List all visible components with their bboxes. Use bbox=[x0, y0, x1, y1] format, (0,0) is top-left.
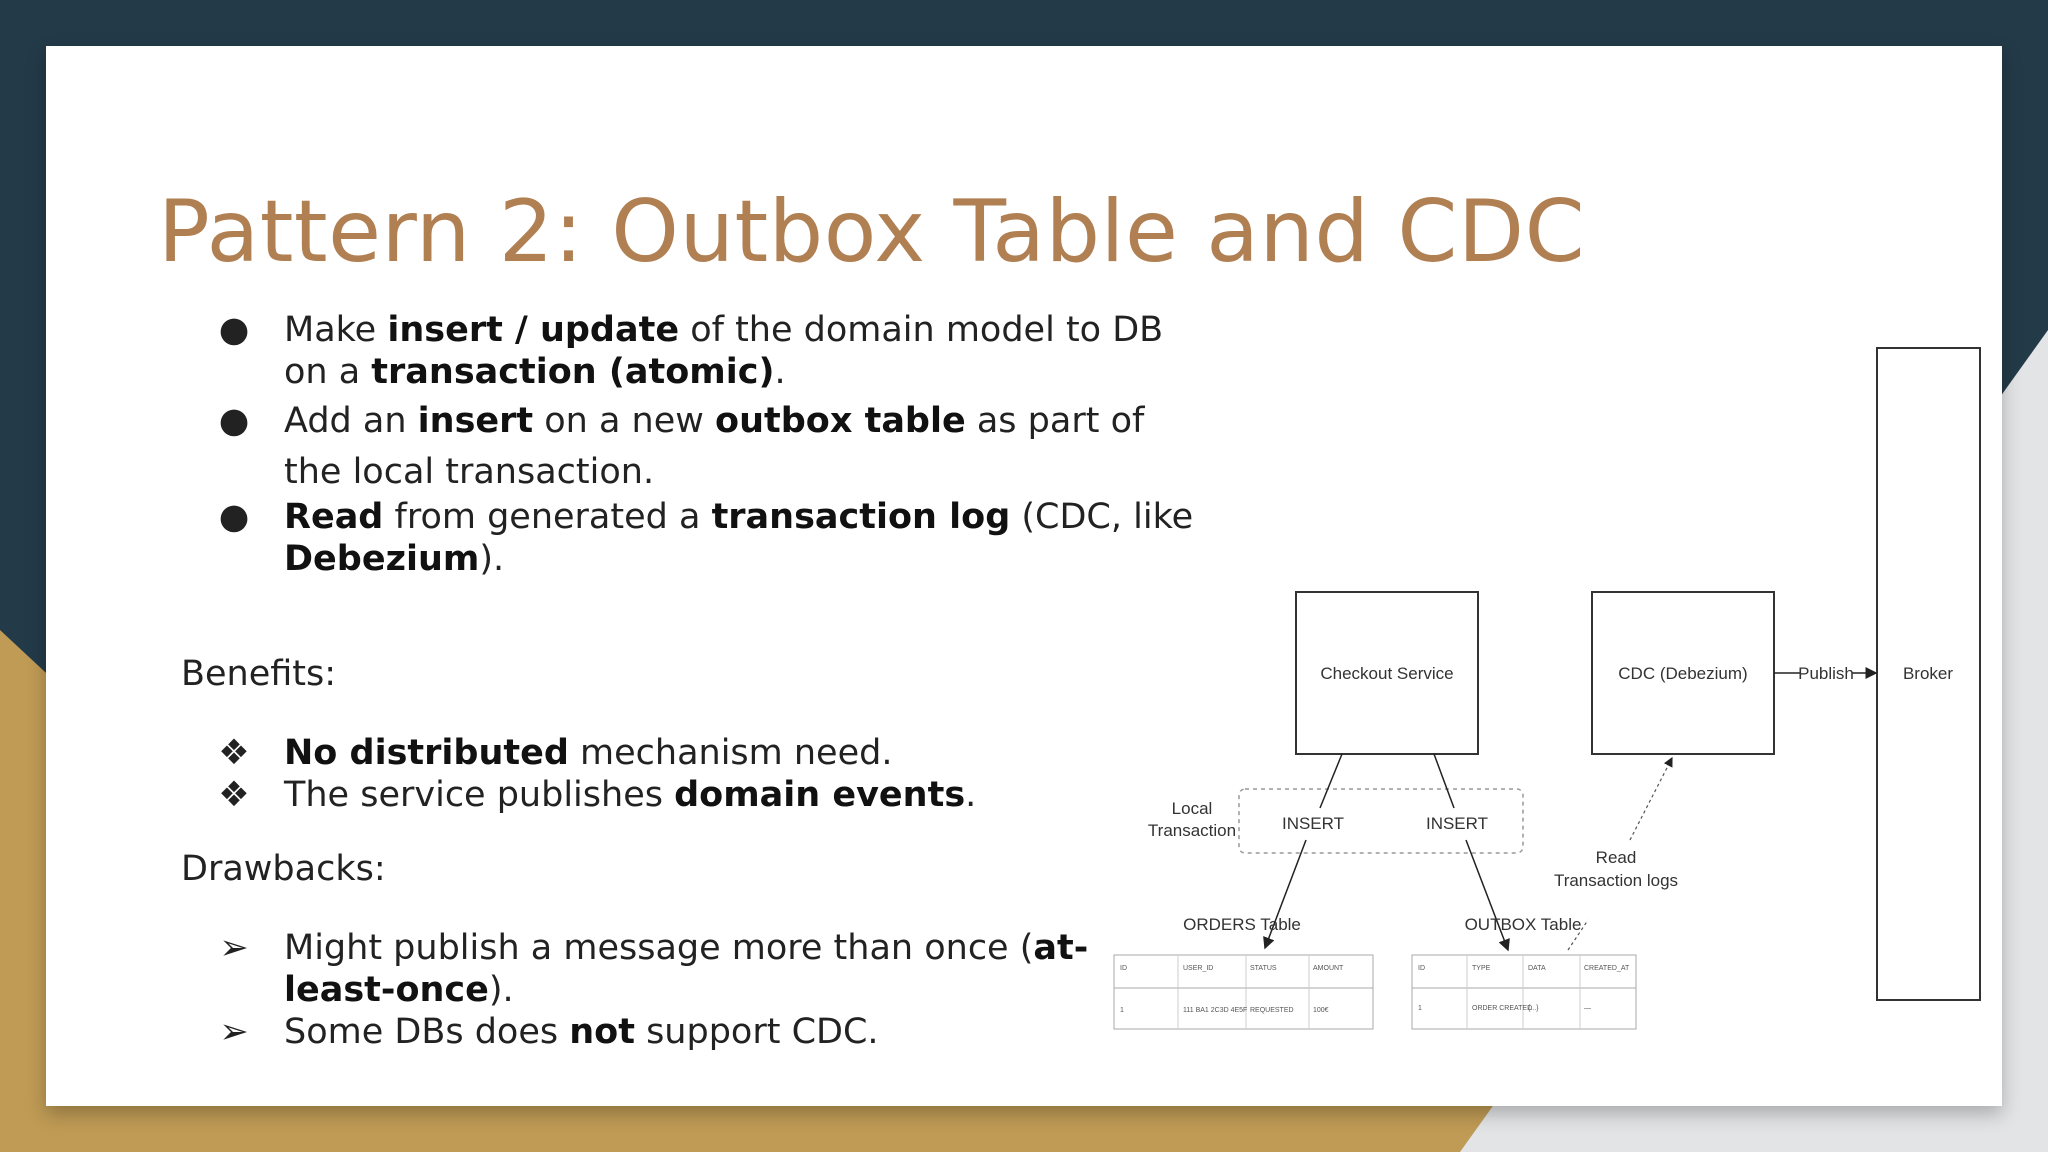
text-run: The service publishes bbox=[284, 775, 675, 815]
benefit-text-line: No distributed mechanism need. bbox=[284, 733, 892, 773]
local-transaction-box bbox=[1238, 788, 1524, 854]
drawback-text-line: Some DBs does not support CDC. bbox=[284, 1012, 879, 1052]
orders-cell-status: REQUESTED bbox=[1250, 1007, 1294, 1014]
outbox-cell-data: {...} bbox=[1528, 1005, 1539, 1012]
text-run: the local transaction. bbox=[284, 452, 655, 492]
bullet-text-line: Read from generated a transaction log (C… bbox=[284, 497, 1193, 537]
text-run: Add an bbox=[284, 401, 418, 441]
insert-left-line-a bbox=[1319, 753, 1343, 809]
text-run: from generated a bbox=[383, 497, 712, 537]
bold-text: least-once bbox=[284, 970, 489, 1010]
bullet-text-line: Debezium). bbox=[284, 539, 504, 579]
bold-text: at- bbox=[1033, 928, 1089, 968]
outbox-header-id: ID bbox=[1418, 965, 1425, 972]
orders-header-id: ID bbox=[1120, 965, 1127, 972]
text-run: on a new bbox=[533, 401, 716, 441]
insert-right-arrow bbox=[1465, 839, 1510, 952]
text-run: Make bbox=[284, 310, 388, 350]
text-run: (CDC, like bbox=[1010, 497, 1194, 537]
text-run: support CDC. bbox=[634, 1012, 879, 1052]
orders-header-user-id: USER_ID bbox=[1183, 965, 1213, 972]
orders-cell-amount: 100€ bbox=[1313, 1007, 1329, 1014]
local-transaction-label-1: Local bbox=[1172, 799, 1213, 818]
bold-text: Read bbox=[284, 497, 384, 537]
outbox-cell-type: ORDER CREATED bbox=[1472, 1005, 1532, 1012]
checkout-service-label: Checkout Service bbox=[1320, 664, 1453, 683]
drawback-text-line: Might publish a message more than once (… bbox=[284, 928, 1088, 968]
benefit-text-line: The service publishes domain events. bbox=[284, 775, 976, 815]
bullet-text-line: Make insert / update of the domain model… bbox=[284, 310, 1163, 350]
insert-right-label: INSERT bbox=[1426, 814, 1488, 833]
checkout-service-box bbox=[1295, 591, 1479, 755]
outbox-table-caption: OUTBOX Table bbox=[1465, 915, 1582, 934]
orders-table-caption: ORDERS Table bbox=[1183, 915, 1301, 934]
insert-left-arrow bbox=[1263, 839, 1307, 950]
text-run: mechanism need. bbox=[568, 733, 893, 773]
text-run: on a bbox=[284, 352, 372, 392]
text-run: Some DBs does bbox=[284, 1012, 570, 1052]
drawback-marker: ➢ bbox=[219, 928, 249, 968]
bold-text: Debezium bbox=[284, 539, 480, 579]
bullet-text-line: the local transaction. bbox=[284, 452, 654, 492]
orders-table: ID USER_ID STATUS AMOUNT 1 111 BA1 2C3D … bbox=[1113, 954, 1374, 1030]
orders-header-status: STATUS bbox=[1250, 965, 1277, 972]
bold-text: not bbox=[569, 1012, 635, 1052]
orders-header-amount: AMOUNT bbox=[1313, 965, 1344, 972]
bold-text: No distributed bbox=[284, 733, 569, 773]
text-run: ). bbox=[479, 539, 505, 579]
benefit-marker: ❖ bbox=[218, 775, 250, 815]
insert-right-line-a bbox=[1433, 753, 1455, 809]
cdc-box bbox=[1591, 591, 1775, 755]
cdc-label: CDC (Debezium) bbox=[1618, 664, 1747, 683]
bold-text: transaction log bbox=[711, 497, 1011, 537]
benefit-marker: ❖ bbox=[218, 733, 250, 773]
outbox-header-data: DATA bbox=[1528, 965, 1546, 972]
text-run: ). bbox=[488, 970, 514, 1010]
bullet-marker: ● bbox=[218, 401, 250, 441]
broker-label: Broker bbox=[1903, 664, 1953, 683]
outbox-table: ID TYPE DATA CREATED_AT 1 ORDER CREATED … bbox=[1411, 954, 1637, 1030]
drawback-text-line: least-once). bbox=[284, 970, 514, 1010]
bullet-text-line: Add an insert on a new outbox table as p… bbox=[284, 401, 1144, 441]
outbox-header-created-at: CREATED_AT bbox=[1584, 965, 1630, 972]
text-run: as part of bbox=[965, 401, 1145, 441]
bold-text: insert bbox=[417, 401, 534, 441]
outbox-cell-created-at: — bbox=[1584, 1005, 1591, 1012]
bold-text: outbox table bbox=[715, 401, 966, 441]
insert-left-label: INSERT bbox=[1282, 814, 1344, 833]
bullet-marker: ● bbox=[218, 497, 250, 537]
read-logs-label-1: Read bbox=[1596, 848, 1637, 867]
text-run: . bbox=[965, 775, 977, 815]
bullet-marker: ● bbox=[218, 310, 250, 350]
bullet-text-line: on a transaction (atomic). bbox=[284, 352, 786, 392]
outbox-header-type: TYPE bbox=[1472, 965, 1491, 972]
broker-box bbox=[1876, 347, 1981, 1001]
orders-cell-id: 1 bbox=[1120, 1007, 1124, 1014]
outbox-cell-id: 1 bbox=[1418, 1005, 1422, 1012]
drawback-marker: ➢ bbox=[219, 1012, 249, 1052]
read-logs-arrow bbox=[1629, 756, 1673, 841]
slide bbox=[46, 46, 2002, 1106]
text-run: . bbox=[774, 352, 786, 392]
orders-cell-user-id: 111 BA1 2C3D 4E5F bbox=[1183, 1007, 1247, 1014]
text-run: of the domain model to DB bbox=[679, 310, 1164, 350]
slide-title: Pattern 2: Outbox Table and CDC bbox=[158, 182, 1586, 282]
bold-text: domain events bbox=[674, 775, 966, 815]
local-transaction-label-2: Transaction bbox=[1148, 821, 1236, 840]
read-logs-line-a bbox=[1567, 919, 1589, 951]
bold-text: insert / update bbox=[387, 310, 680, 350]
text-run: Might publish a message more than once ( bbox=[284, 928, 1034, 968]
read-logs-label-2: Transaction logs bbox=[1554, 871, 1678, 890]
benefits-heading: Benefits: bbox=[181, 654, 337, 694]
bold-text: transaction (atomic) bbox=[371, 352, 775, 392]
drawbacks-heading: Drawbacks: bbox=[181, 849, 386, 889]
publish-label: Publish bbox=[1798, 664, 1854, 683]
